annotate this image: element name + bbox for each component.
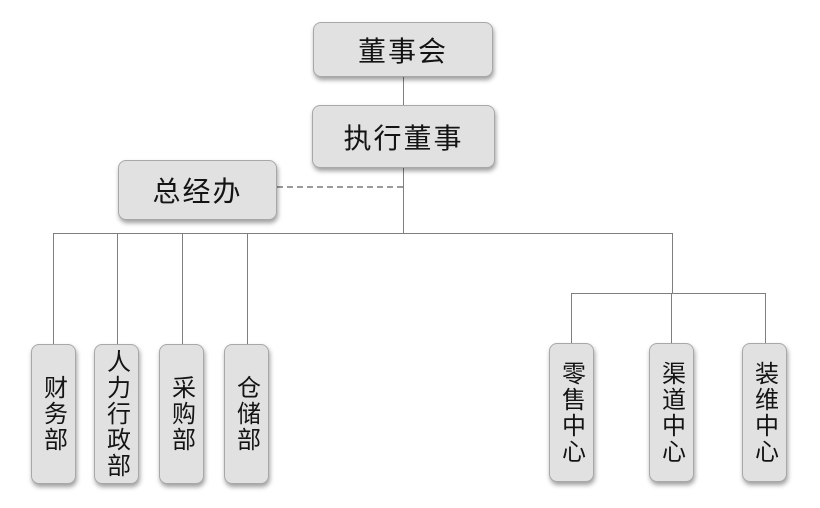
- node-general-manager-office: 总经办: [118, 160, 277, 220]
- node-warehouse-dept: 仓储部: [224, 344, 269, 484]
- connector-drop-center-0: [571, 293, 572, 343]
- node-board-of-directors: 董事会: [313, 22, 493, 77]
- connector-board-exec: [403, 77, 404, 105]
- node-purchasing-dept: 采购部: [159, 344, 204, 484]
- connector-right-horizontal: [571, 293, 765, 294]
- connector-main-horizontal: [53, 233, 672, 234]
- connector-drop-dept-2: [182, 233, 183, 344]
- connector-drop-dept-3: [247, 233, 248, 344]
- connector-drop-dept-1: [117, 233, 118, 344]
- connector-dashed-gm-office: [277, 186, 403, 188]
- node-finance-dept: 财务部: [31, 344, 76, 484]
- connector-exec-main: [403, 168, 404, 233]
- node-maintenance-center: 装维中心: [742, 343, 787, 482]
- connector-drop-center-2: [765, 293, 766, 343]
- node-retail-center: 零售中心: [549, 343, 594, 482]
- node-executive-director: 执行董事: [312, 105, 495, 168]
- connector-drop-dept-0: [53, 233, 54, 344]
- connector-drop-center-1: [671, 293, 672, 343]
- connector-right-branch-vertical: [672, 233, 673, 293]
- node-channel-center: 渠道中心: [649, 343, 694, 482]
- node-hr-admin-dept: 人力行政部: [94, 344, 139, 484]
